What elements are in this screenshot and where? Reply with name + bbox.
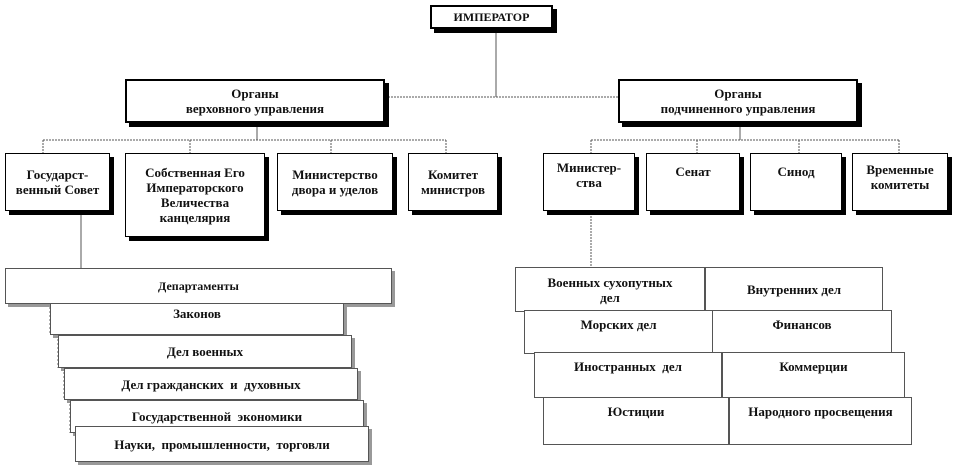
ministry-internal: Внутренних дел	[705, 267, 883, 312]
department-civil-spiritual-label: Дел гражданских и духовных	[121, 376, 301, 392]
senate-box: Сенат	[646, 153, 740, 211]
ministry-court-label: Министерство двора и уделов	[291, 167, 379, 197]
supreme-organs-label: Органы верховного управления	[185, 86, 325, 116]
department-laws-label: Законов	[173, 306, 221, 321]
committee-ministers-box: Комитет министров	[408, 153, 498, 211]
ministry-war: Военных сухопутных дел	[515, 267, 705, 312]
ministry-commerce-label: Коммерции	[779, 359, 848, 374]
temporary-committees-box: Временные комитеты	[852, 153, 948, 211]
department-military-label: Дел военных	[166, 344, 244, 359]
senate-label: Сенат	[675, 164, 711, 179]
ministry-finance: Финансов	[712, 310, 892, 354]
ministry-internal-label: Внутренних дел	[746, 282, 842, 297]
imperial-chancellery-box: Собственная Его Императорского Величеств…	[125, 153, 265, 237]
supreme-organs-box: Органы верховного управления	[125, 79, 385, 123]
department-civil-spiritual: Дел гражданских и духовных	[64, 368, 358, 400]
ministry-foreign-label: Иностранных дел	[574, 359, 682, 374]
ministries-box: Министер- ства	[543, 153, 635, 211]
department-military: Дел военных	[58, 335, 352, 368]
subordinate-organs-box: Органы подчиненного управления	[618, 79, 858, 123]
synod-label: Синод	[777, 164, 815, 179]
department-science-industry: Науки, промышленности, торговли	[75, 426, 369, 462]
ministries-label: Министер- ства	[556, 160, 622, 190]
department-science-industry-label: Науки, промышленности, торговли	[114, 436, 330, 452]
ministry-finance-label: Финансов	[772, 317, 832, 332]
ministry-education-label: Народного просвещения	[748, 404, 893, 419]
ministry-foreign: Иностранных дел	[534, 352, 722, 398]
departments-header-label: Департаменты	[158, 278, 239, 293]
synod-box: Синод	[750, 153, 842, 211]
ministry-commerce: Коммерции	[722, 352, 905, 398]
department-laws: Законов	[50, 303, 344, 335]
ministry-justice: Юстиции	[543, 397, 729, 445]
emperor-label: ИМПЕРАТОР	[453, 9, 530, 24]
department-economy-label: Государственной экономики	[131, 409, 303, 424]
state-council-box: Государст- венный Совет	[5, 153, 110, 211]
emperor-box: ИМПЕРАТОР	[430, 5, 553, 29]
ministry-navy-label: Морских дел	[580, 317, 657, 332]
committee-ministers-label: Комитет министров	[420, 167, 486, 197]
ministry-justice-label: Юстиции	[607, 404, 665, 419]
state-council-label: Государст- венный Совет	[15, 167, 100, 197]
imperial-chancellery-label: Собственная Его Императорского Величеств…	[145, 165, 245, 225]
ministry-education: Народного просвещения	[729, 397, 912, 445]
ministry-navy: Морских дел	[524, 310, 713, 354]
departments-header: Департаменты	[5, 268, 392, 304]
ministry-court-box: Министерство двора и уделов	[277, 153, 393, 211]
ministry-war-label: Военных сухопутных дел	[547, 274, 673, 305]
subordinate-organs-label: Органы подчиненного управления	[660, 86, 816, 116]
temporary-committees-label: Временные комитеты	[866, 162, 934, 192]
